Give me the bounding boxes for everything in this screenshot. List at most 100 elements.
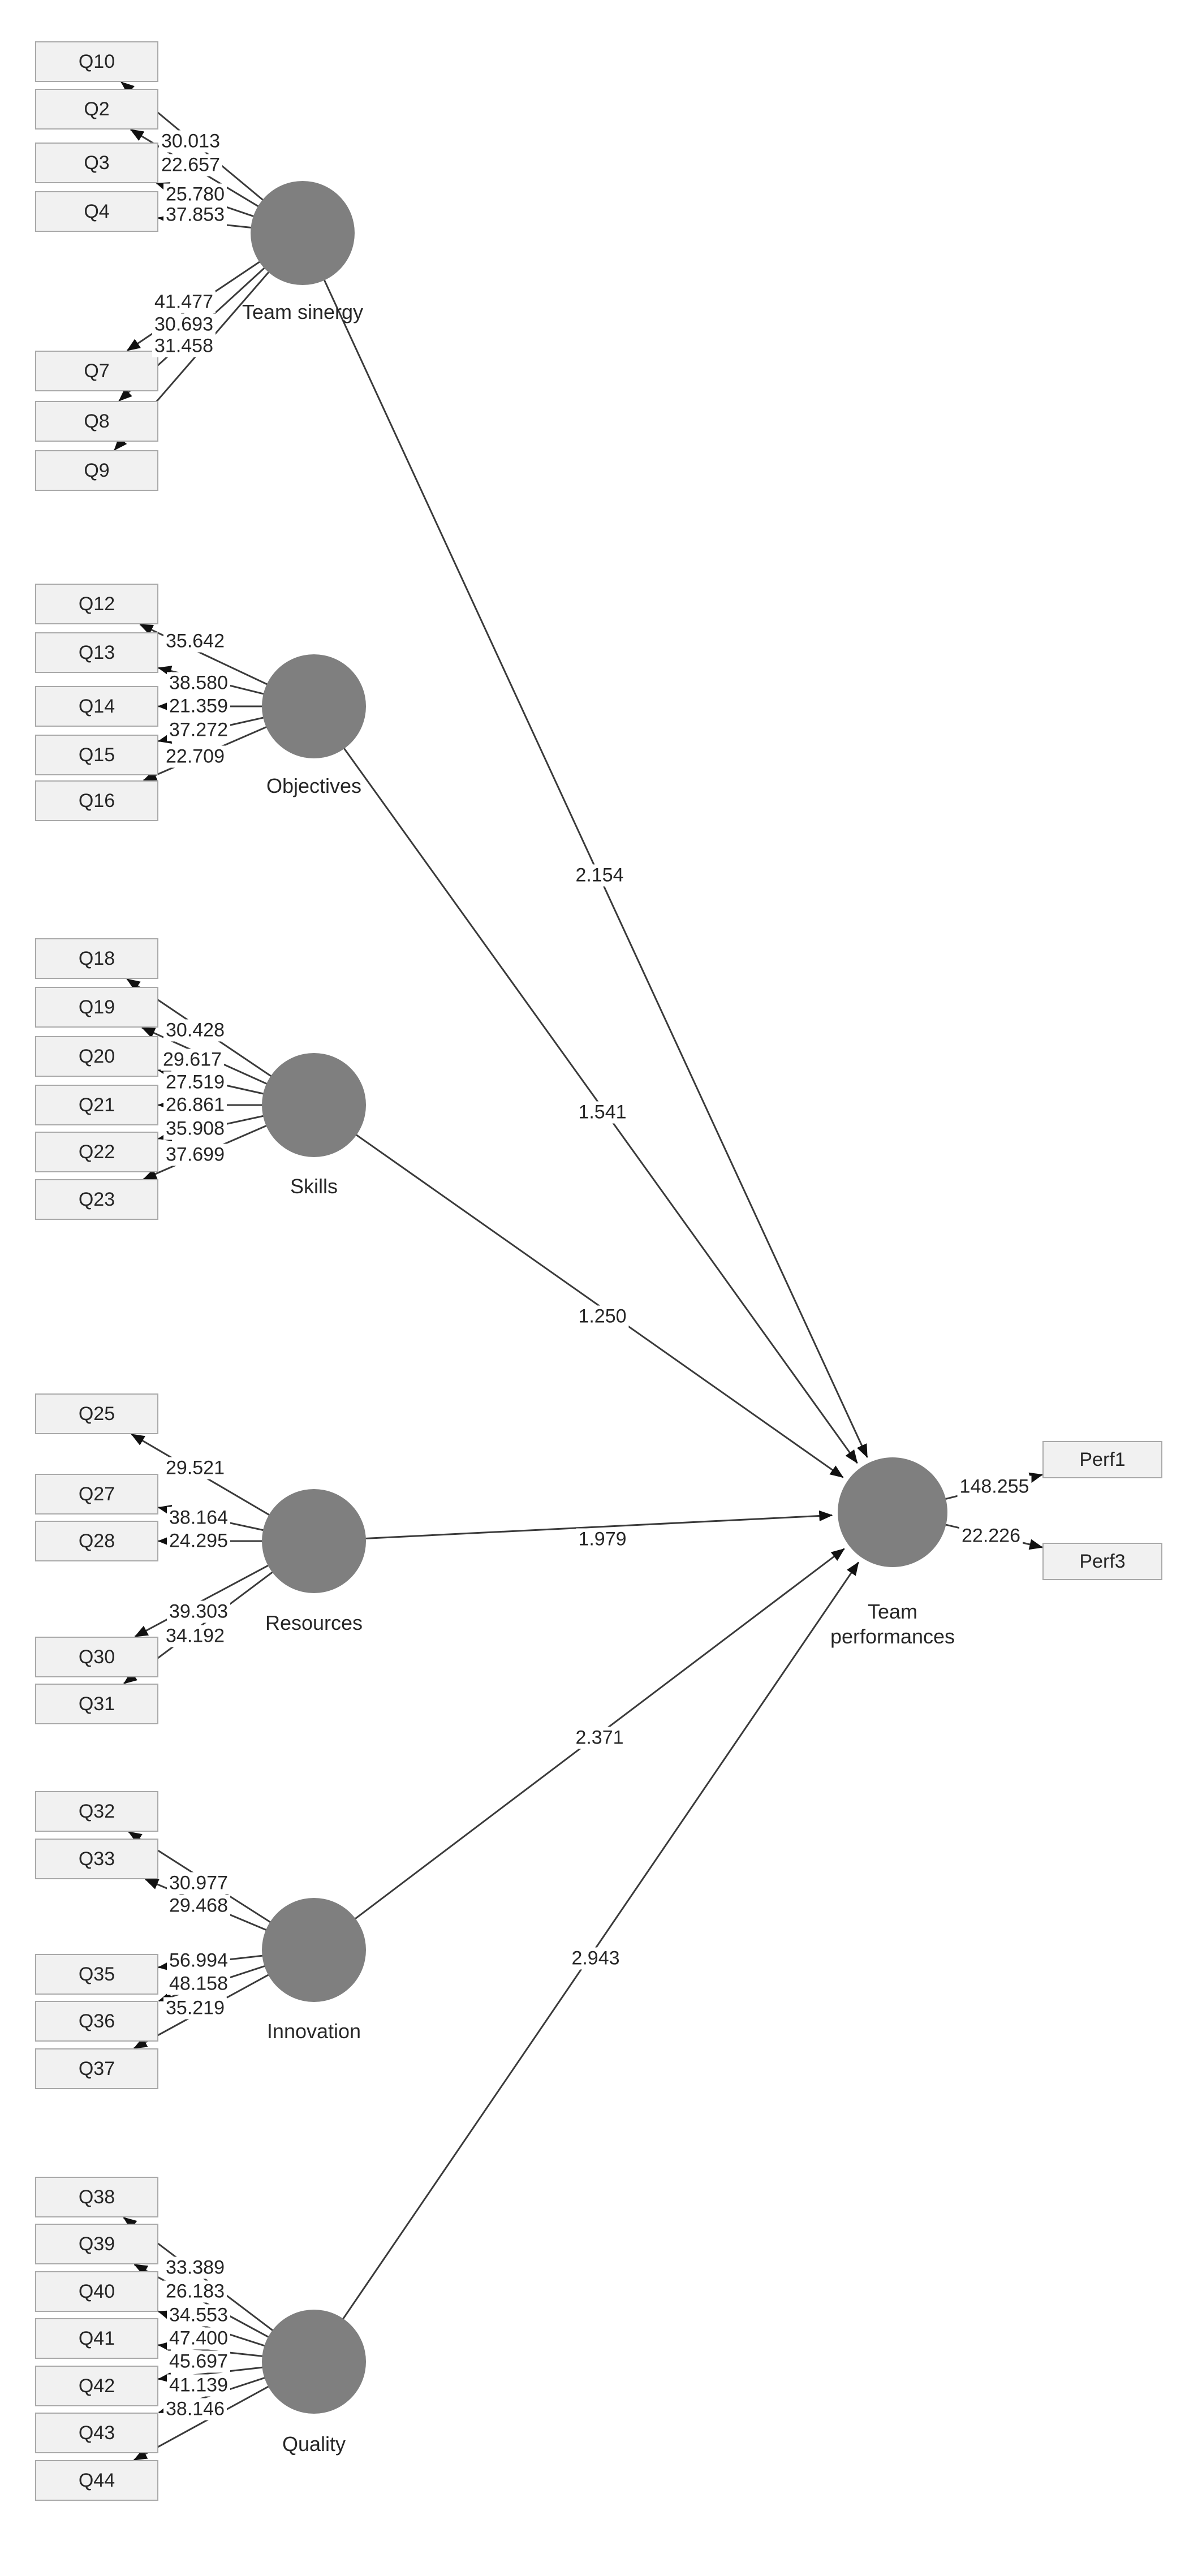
indicator-Q16[interactable]: Q16 <box>35 780 158 821</box>
indicator-label: Q22 <box>78 1141 115 1163</box>
indicator-Q44[interactable]: Q44 <box>35 2460 158 2501</box>
indicator-Q27[interactable]: Q27 <box>35 1474 158 1514</box>
structural-path-arrow <box>313 1548 845 1951</box>
indicator-label: Q42 <box>78 2375 115 2397</box>
indicator-Q22[interactable]: Q22 <box>35 1132 158 1172</box>
indicator-Q15[interactable]: Q15 <box>35 735 158 775</box>
loading-value: 22.709 <box>163 745 227 768</box>
loading-value: 33.389 <box>163 2256 227 2279</box>
indicator-Q25[interactable]: Q25 <box>35 1393 158 1434</box>
loading-value: 30.428 <box>163 1019 227 1042</box>
indicator-Q41[interactable]: Q41 <box>35 2318 158 2359</box>
indicator-label: Q16 <box>78 789 115 812</box>
indicator-Q28[interactable]: Q28 <box>35 1521 158 1561</box>
indicator-Q2[interactable]: Q2 <box>35 89 158 130</box>
indicator-label: Q3 <box>84 152 110 174</box>
indicator-Q12[interactable]: Q12 <box>35 584 158 624</box>
indicator-label: Q44 <box>78 2469 115 2491</box>
latent-label-objectives: Objectives <box>266 774 362 798</box>
latent-objectives[interactable] <box>262 654 366 758</box>
indicator-Q13[interactable]: Q13 <box>35 632 158 673</box>
indicator-label: Perf1 <box>1079 1448 1126 1470</box>
indicator-Q23[interactable]: Q23 <box>35 1179 158 1220</box>
loading-value: 48.158 <box>167 1973 230 1995</box>
indicator-label: Q36 <box>78 2010 115 2032</box>
loading-value: 34.192 <box>163 1625 227 1647</box>
indicator-label: Q10 <box>78 50 115 72</box>
indicator-Q31[interactable]: Q31 <box>35 1684 158 1724</box>
indicator-label: Q37 <box>78 2057 115 2079</box>
indicator-Perf3[interactable]: Perf3 <box>1042 1543 1162 1580</box>
loading-value: 29.521 <box>163 1457 227 1479</box>
loading-value: 30.013 <box>159 130 222 153</box>
indicator-Q40[interactable]: Q40 <box>35 2271 158 2312</box>
loading-value: 30.977 <box>167 1872 230 1895</box>
indicator-Q38[interactable]: Q38 <box>35 2177 158 2217</box>
indicator-Q8[interactable]: Q8 <box>35 401 158 442</box>
indicator-Q4[interactable]: Q4 <box>35 191 158 232</box>
indicator-Q35[interactable]: Q35 <box>35 1954 158 1995</box>
indicator-label: Q9 <box>84 459 110 481</box>
indicator-Perf1[interactable]: Perf1 <box>1042 1441 1162 1478</box>
indicator-Q36[interactable]: Q36 <box>35 2001 158 2042</box>
loading-value: 31.458 <box>152 335 216 357</box>
latent-label-quality: Quality <box>282 2432 346 2456</box>
indicator-label: Q8 <box>84 410 110 432</box>
loading-value: 29.468 <box>167 1895 230 1917</box>
loading-value: 37.853 <box>163 204 227 226</box>
loading-value: 35.219 <box>163 1997 227 2020</box>
indicator-Q30[interactable]: Q30 <box>35 1637 158 1677</box>
latent-quality[interactable] <box>262 2310 366 2414</box>
indicator-label: Perf3 <box>1079 1550 1126 1572</box>
indicator-Q18[interactable]: Q18 <box>35 938 158 979</box>
indicator-label: Q28 <box>78 1530 115 1552</box>
indicator-label: Q18 <box>78 947 115 969</box>
indicator-label: Q14 <box>78 695 115 717</box>
structural-path-arrow <box>313 1104 844 1478</box>
path-coefficient: 2.371 <box>573 1727 626 1749</box>
indicator-Q9[interactable]: Q9 <box>35 450 158 491</box>
indicator-label: Q4 <box>84 200 110 222</box>
indicator-Q14[interactable]: Q14 <box>35 686 158 727</box>
indicator-Q37[interactable]: Q37 <box>35 2048 158 2089</box>
indicator-Q10[interactable]: Q10 <box>35 41 158 82</box>
structural-path-arrow <box>313 1510 833 1542</box>
indicator-label: Q13 <box>78 641 115 663</box>
latent-team-sinergy[interactable] <box>251 181 355 285</box>
structural-path-arrow <box>301 232 868 1458</box>
indicator-Q43[interactable]: Q43 <box>35 2413 158 2453</box>
latent-label-team-sinergy: Team sinergy <box>242 300 364 324</box>
indicator-Q32[interactable]: Q32 <box>35 1791 158 1832</box>
latent-skills[interactable] <box>262 1053 366 1157</box>
indicator-Q33[interactable]: Q33 <box>35 1839 158 1879</box>
indicator-Q3[interactable]: Q3 <box>35 143 158 183</box>
path-coefficient: 1.250 <box>576 1305 629 1328</box>
structural-path-arrow <box>313 706 858 1464</box>
latent-team-performances[interactable] <box>838 1457 947 1567</box>
loading-value: 39.303 <box>167 1600 230 1623</box>
indicator-label: Q30 <box>78 1646 115 1668</box>
indicator-label: Q41 <box>78 2327 115 2349</box>
loading-value: 22.657 <box>159 154 222 176</box>
indicator-Q19[interactable]: Q19 <box>35 987 158 1028</box>
indicator-Q20[interactable]: Q20 <box>35 1036 158 1077</box>
indicator-label: Q27 <box>78 1483 115 1505</box>
indicator-Q39[interactable]: Q39 <box>35 2224 158 2264</box>
latent-label-resources: Resources <box>265 1611 363 1635</box>
latent-innovation[interactable] <box>262 1898 366 2002</box>
indicator-Q7[interactable]: Q7 <box>35 351 158 391</box>
loading-value: 56.994 <box>167 1949 230 1972</box>
path-coefficient: 1.541 <box>576 1101 629 1124</box>
loading-value: 37.699 <box>163 1144 227 1166</box>
loading-value: 38.146 <box>163 2398 227 2420</box>
latent-label-skills: Skills <box>290 1175 338 1198</box>
indicator-Q42[interactable]: Q42 <box>35 2366 158 2406</box>
indicator-label: Q15 <box>78 744 115 766</box>
loading-value: 41.477 <box>152 291 216 313</box>
latent-resources[interactable] <box>262 1489 366 1593</box>
indicator-Q21[interactable]: Q21 <box>35 1085 158 1125</box>
latent-label-team-performances: Team performances <box>830 1600 955 1648</box>
indicator-label: Q35 <box>78 1963 115 1985</box>
